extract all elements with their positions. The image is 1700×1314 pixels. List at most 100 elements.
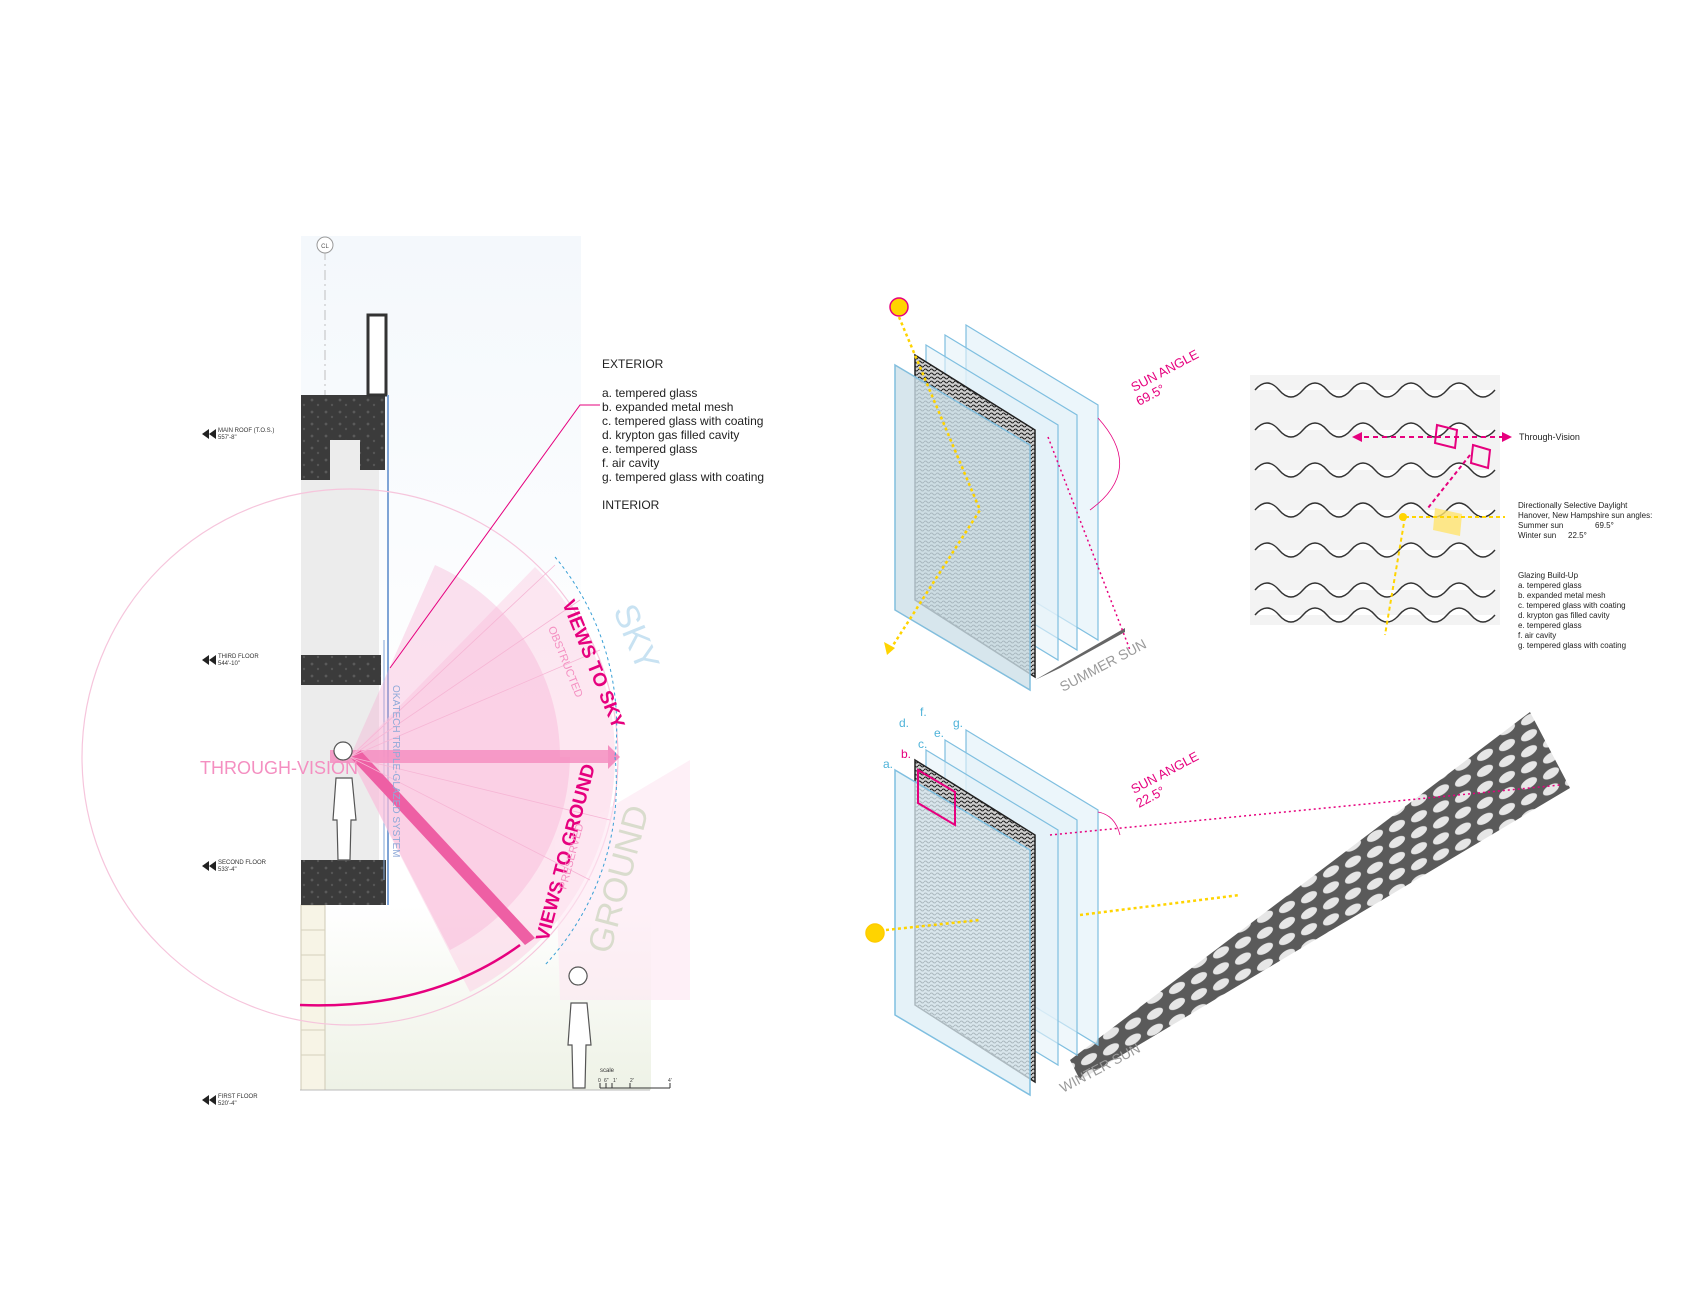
mesh-diag-magenta xyxy=(1427,454,1471,509)
summer-angle-arc xyxy=(1089,417,1120,511)
legend-item: f. air cavity xyxy=(602,456,659,470)
winter-sun-label: Winter sun xyxy=(1518,531,1556,540)
buildup-item: a. tempered glass xyxy=(1518,581,1582,590)
level-elev: 533'-4" xyxy=(218,867,237,873)
buildup-item: e. tempered glass xyxy=(1518,621,1582,630)
legend-item: e. tempered glass xyxy=(602,442,697,456)
buildup-item: g. tempered glass with coating xyxy=(1518,641,1626,650)
legend-item: d. krypton gas filled cavity xyxy=(602,428,739,442)
view-rays xyxy=(349,564,611,881)
buildup-item: c. tempered glass with coating xyxy=(1518,601,1626,610)
winter-sun-ray-in xyxy=(885,918,981,932)
legend-item: c. tempered glass with coating xyxy=(602,414,763,428)
legend-exterior: EXTERIOR xyxy=(602,357,664,371)
mesh-detail: Through-Vision Directionally Selective D… xyxy=(1250,375,1652,650)
daylight-title: Directionally Selective Daylight xyxy=(1518,501,1628,510)
layer-letter: c. xyxy=(918,737,927,751)
layer-letter: d. xyxy=(899,716,909,730)
level-elev: 544'-10" xyxy=(218,661,240,667)
mesh-highlight-magenta-2 xyxy=(1469,443,1492,470)
sky-arc xyxy=(554,556,618,758)
summer-sun-angle-label: SUN ANGLE xyxy=(1128,346,1201,394)
winter-mesh-highlight xyxy=(917,768,956,827)
centerline-label: CL xyxy=(321,244,329,250)
winter-glazing-diagram: SUN ANGLE 22.5° WINTER SUN a. b. c. d. e… xyxy=(865,705,1570,1097)
lower-wall xyxy=(300,904,326,1091)
legend-item: a. tempered glass xyxy=(602,386,697,400)
second-floor-slab xyxy=(301,860,386,905)
winter-sun-value: 22.5° xyxy=(1568,531,1587,540)
winter-glass-a xyxy=(894,768,1031,1097)
mesh-highlight-magenta xyxy=(1433,423,1459,450)
scale-tick: 6" xyxy=(604,1078,609,1084)
through-vision-arrow-left xyxy=(1352,432,1362,442)
level-elev: 520'-4" xyxy=(218,1101,237,1107)
summer-shadow xyxy=(1035,628,1125,680)
obstructed-fan-inner xyxy=(350,565,560,757)
layer-letter: a. xyxy=(883,757,893,771)
mesh-yellow-dot xyxy=(1399,513,1407,521)
level-name: FIRST FLOOR xyxy=(218,1094,258,1100)
level-name: SECOND FLOOR xyxy=(218,860,267,866)
summer-sun-label: Summer sun xyxy=(1518,521,1563,530)
layer-letter: g. xyxy=(953,716,963,730)
legend-item: g. tempered glass with coating xyxy=(602,470,764,484)
ground-arc xyxy=(299,943,521,1007)
wall-section: CL xyxy=(81,236,690,1107)
scale-tick: 0 xyxy=(598,1078,601,1084)
scale-tick: 2' xyxy=(630,1078,634,1084)
legend-interior: INTERIOR xyxy=(602,498,660,512)
buildup-title: Glazing Build-Up xyxy=(1518,571,1579,580)
buildup-item: f. air cavity xyxy=(1518,631,1556,640)
layer-letter: e. xyxy=(934,726,944,740)
person-figure-exterior xyxy=(567,966,592,1089)
daylight-sub: Hanover, New Hampshire sun angles: xyxy=(1518,511,1652,520)
buildup-item: b. expanded metal mesh xyxy=(1518,591,1606,600)
layer-letter: b. xyxy=(901,747,911,761)
winter-sun-ray-out xyxy=(1079,893,1241,917)
mesh-cells xyxy=(1254,382,1496,623)
level-marker-first: FIRST FLOOR 520'-4" xyxy=(202,1094,258,1107)
centerline-marker xyxy=(316,236,334,254)
roof-slab xyxy=(301,385,385,480)
summer-sun-value: 69.5° xyxy=(1595,521,1614,530)
legend-leader xyxy=(389,404,600,669)
mesh-yellow-diagonal xyxy=(1384,516,1406,636)
winter-angle-line xyxy=(1049,784,1561,836)
scale-tick: 4' xyxy=(668,1078,672,1084)
level-name: MAIN ROOF (T.O.S.) xyxy=(218,428,274,434)
through-vision-arrow-right xyxy=(1502,432,1512,442)
summer-shade-gradient xyxy=(895,365,1030,690)
winter-angle-arc xyxy=(1097,811,1121,836)
scale-label: scale xyxy=(600,1068,615,1074)
level-elev: 557'-8" xyxy=(218,435,237,441)
summer-sun-ray xyxy=(888,316,982,651)
summer-sun xyxy=(889,297,909,317)
obstructed-fan xyxy=(350,567,616,757)
through-vision-label: Through-Vision xyxy=(1519,432,1580,442)
parapet xyxy=(366,313,388,397)
through-vision-arrow xyxy=(608,745,620,769)
through-vision-label: THROUGH-VISION xyxy=(200,758,358,778)
system-label: OKATECH TRIPLE-GLAZED SYSTEM xyxy=(390,685,401,857)
summer-glazing-diagram: SUN ANGLE 69.5° SUMMER SUN xyxy=(884,297,1201,695)
scale-bar: scale 0 6" 1' 2' 4' xyxy=(598,1068,672,1089)
level-marker-third: THIRD FLOOR 544'-10" xyxy=(202,654,259,667)
legend-item: b. expanded metal mesh xyxy=(602,400,733,414)
summer-glass-a xyxy=(894,363,1031,692)
level-name: THIRD FLOOR xyxy=(218,654,259,660)
buildup-item: d. krypton gas filled cavity xyxy=(1518,611,1610,620)
third-floor-slab xyxy=(301,655,381,685)
winter-sun xyxy=(865,923,885,943)
scale-tick: 1' xyxy=(613,1078,617,1084)
layer-legend: EXTERIOR a. tempered glass b. expanded m… xyxy=(602,357,764,512)
ground-fan xyxy=(555,760,690,1000)
views-to-ground-bar xyxy=(350,750,535,945)
winter-mesh-shadow xyxy=(1070,712,1570,1080)
summer-angle-line xyxy=(1047,436,1131,651)
through-vision-bar xyxy=(330,750,612,763)
level-marker-roof: MAIN ROOF (T.O.S.) 557'-8" xyxy=(202,428,274,441)
winter-sun-angle-label: SUN ANGLE xyxy=(1128,748,1201,796)
summer-ray-arrowhead xyxy=(884,642,895,655)
